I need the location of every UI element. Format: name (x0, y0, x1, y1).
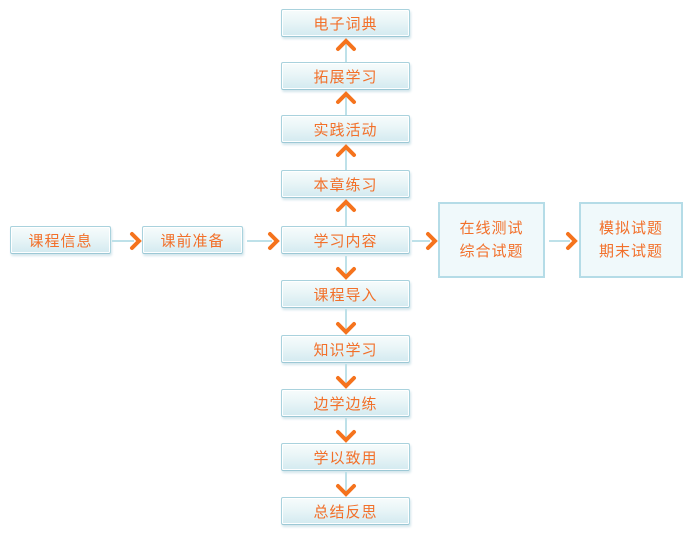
arrow-right-icon (246, 230, 280, 252)
node-course-information[interactable]: 课程信息 (10, 226, 111, 254)
arrow-right-icon (111, 230, 142, 252)
node-label: 电子词典 (313, 14, 378, 33)
arrow-right-icon (548, 230, 578, 252)
node-label: 实践活动 (313, 120, 378, 139)
node-extended-learning[interactable]: 拓展学习 (281, 62, 410, 90)
node-label: 本章练习 (313, 175, 378, 194)
node-label: 课程信息 (28, 231, 93, 250)
node-label: 总结反思 (313, 502, 378, 521)
arrow-down-icon (335, 256, 357, 280)
node-learning-content[interactable]: 学习内容 (281, 226, 410, 254)
node-apply-learning[interactable]: 学以致用 (281, 443, 410, 471)
node-label: 课程导入 (313, 285, 378, 304)
node-label: 拓展学习 (313, 67, 378, 86)
arrow-up-icon (335, 199, 357, 226)
node-pre-class-preparation[interactable]: 课前准备 (142, 226, 243, 254)
arrow-right-icon (412, 230, 438, 252)
arrow-up-icon (335, 91, 357, 115)
panel-label-line2: 期末试题 (598, 242, 663, 260)
arrow-up-icon (335, 144, 357, 170)
panel-label-line1: 在线测试 (459, 219, 524, 237)
node-label: 学以致用 (313, 448, 378, 467)
node-course-introduction[interactable]: 课程导入 (281, 280, 410, 308)
arrow-down-icon (335, 309, 357, 335)
node-label: 学习内容 (313, 231, 378, 250)
node-practice-activity[interactable]: 实践活动 (281, 115, 410, 143)
arrow-down-icon (335, 472, 357, 497)
arrow-down-icon (335, 364, 357, 389)
panel-label-line2: 综合试题 (459, 242, 524, 260)
node-knowledge-learning[interactable]: 知识学习 (281, 335, 410, 363)
arrow-up-icon (335, 38, 357, 62)
node-label: 课前准备 (160, 231, 225, 250)
node-summary-reflection[interactable]: 总结反思 (281, 497, 410, 525)
node-label: 知识学习 (313, 340, 378, 359)
panel-online-test[interactable]: 在线测试 综合试题 (438, 202, 545, 278)
node-label: 边学边练 (313, 394, 378, 413)
node-chapter-exercises[interactable]: 本章练习 (281, 170, 410, 198)
node-electronic-dictionary[interactable]: 电子词典 (281, 9, 410, 37)
panel-label-line1: 模拟试题 (598, 219, 663, 237)
node-learn-and-practice[interactable]: 边学边练 (281, 389, 410, 417)
panel-mock-exam[interactable]: 模拟试题 期末试题 (579, 202, 683, 278)
arrow-down-icon (335, 418, 357, 443)
